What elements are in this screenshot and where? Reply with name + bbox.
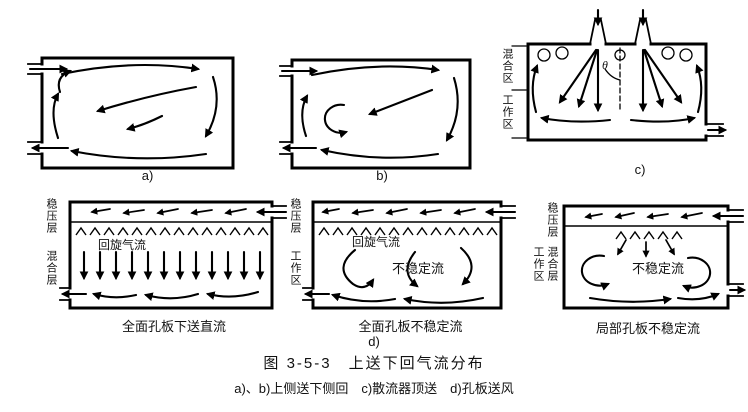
panel-a-drawing bbox=[27, 56, 235, 170]
panel-d2-caption: 全面孔板不稳定流 bbox=[358, 319, 463, 334]
panel-d-label: d) bbox=[368, 334, 380, 349]
panel-a-label: a) bbox=[141, 168, 154, 183]
zone-label-mixing: 混合区 bbox=[501, 48, 513, 84]
layer-label-plenum-d1: 稳压层 bbox=[45, 198, 57, 234]
panel-d2-drawing bbox=[302, 200, 517, 310]
figure-caption: 图 3-5-3 上送下回气流分布 bbox=[263, 355, 485, 372]
flow-text-d1: 回旋气流 bbox=[98, 238, 147, 252]
layer-label-plenum-d3: 稳压层 bbox=[546, 202, 558, 238]
layer-label-mixing-d3: 混合层 bbox=[546, 246, 558, 282]
panel-c-drawing bbox=[511, 8, 728, 142]
panel-d3-caption: 局部孔板不稳定流 bbox=[595, 321, 700, 336]
theta-angle-label: θ bbox=[602, 58, 608, 72]
flow-text-d2-swirl: 回旋气流 bbox=[352, 235, 401, 249]
layer-label-plenum-d2: 稳压层 bbox=[289, 198, 301, 234]
panel-b-drawing bbox=[279, 58, 472, 170]
zone-label-working: 工作区 bbox=[501, 94, 513, 130]
figure-subcaption: a)、b)上侧送下侧回 c)散流器顶送 d)孔板送风 bbox=[234, 381, 514, 396]
layer-label-mixing-d1: 混合层 bbox=[45, 250, 57, 286]
panel-d1-caption: 全面孔板下送直流 bbox=[121, 319, 226, 334]
panel-d1-drawing bbox=[59, 200, 288, 310]
panel-c-label: c) bbox=[634, 162, 646, 177]
flow-text-d2-unstable: 不稳定流 bbox=[392, 261, 445, 276]
panel-b-label: b) bbox=[376, 168, 388, 183]
layer-label-working-d2: 工作区 bbox=[289, 250, 301, 286]
layer-label-working-d3: 工作区 bbox=[532, 246, 544, 282]
panel-d3-drawing bbox=[562, 204, 747, 310]
flow-text-d3: 不稳定流 bbox=[632, 261, 685, 276]
